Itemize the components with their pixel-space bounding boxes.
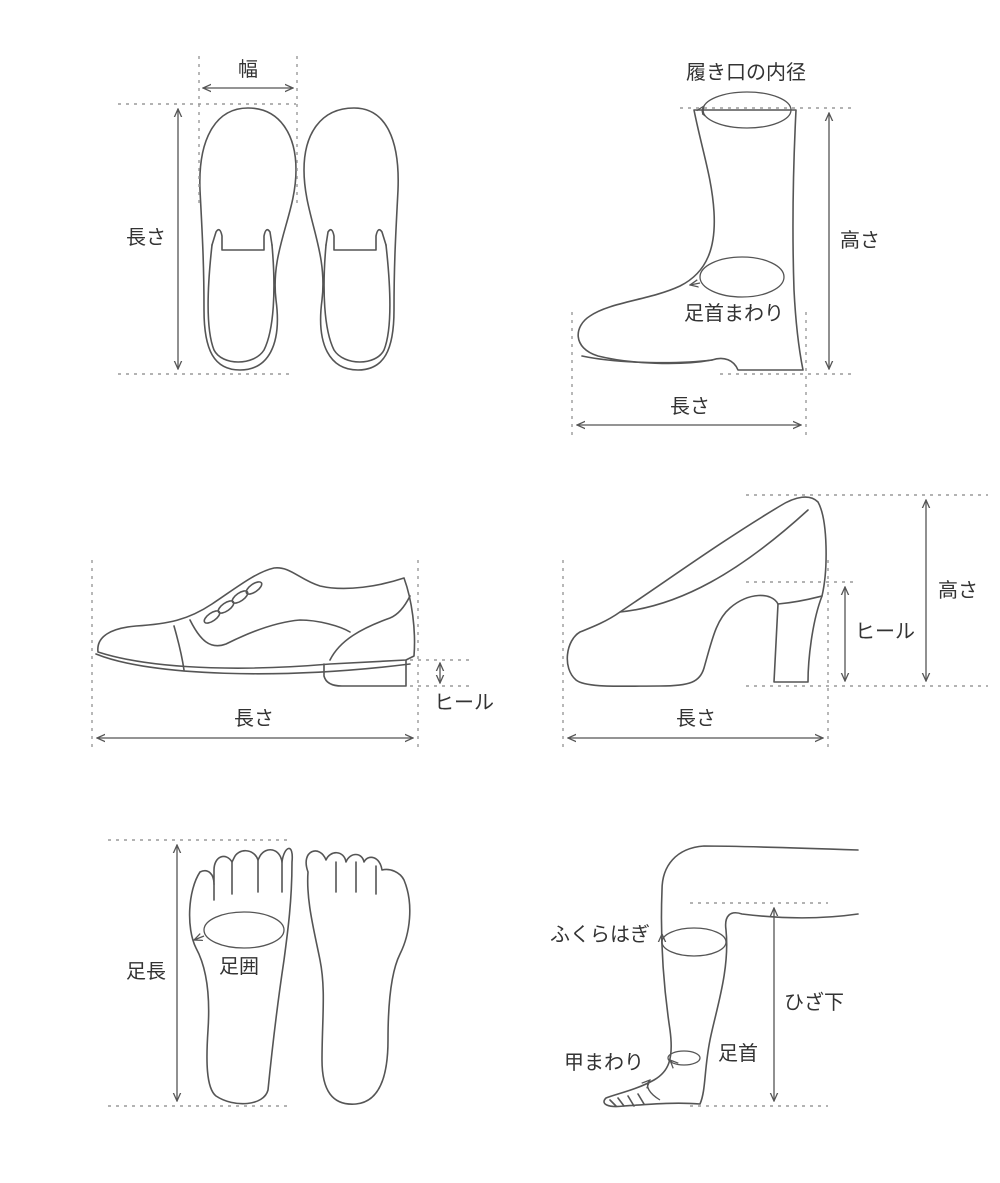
sneaker-length-label: 長さ [126, 225, 166, 249]
boot-illustration [577, 91, 804, 371]
boot-opening-label: 履き口の内径 [686, 60, 806, 84]
foot-length-label: 足長 [126, 959, 166, 983]
pump-heel-label: ヒール [855, 619, 915, 643]
boot-guides [571, 107, 852, 436]
boot-ankle-label: 足首まわり [684, 301, 784, 325]
oxford-guides [91, 560, 474, 748]
leg-guides [690, 902, 828, 1107]
pump-guides [562, 494, 988, 748]
bare-feet-illustration [188, 847, 411, 1105]
oxford-shoe-illustration [95, 567, 416, 687]
sneaker-width-label: 幅 [238, 57, 258, 81]
oxford-heel-label: ヒール [434, 690, 494, 714]
leg-instep-label: 甲まわり [564, 1050, 644, 1074]
boot-length-label: 長さ [670, 394, 710, 418]
boot-height-label: 高さ [840, 228, 880, 252]
pump-heel-illustration [566, 496, 827, 688]
oxford-length-label: 長さ [234, 706, 274, 730]
feet-guides [108, 839, 292, 1107]
leg-illustration [603, 845, 859, 1108]
leg-ankle-label: 足首 [718, 1041, 758, 1065]
pump-length-label: 長さ [676, 706, 716, 730]
sneakers-illustration [199, 107, 399, 371]
leg-calf-label: ふくらはぎ [550, 922, 650, 946]
pump-height-label: 高さ [938, 578, 978, 602]
sneaker-guides [118, 56, 298, 375]
leg-below-knee-label: ひざ下 [784, 990, 844, 1014]
foot-girth-label: 足囲 [219, 954, 259, 978]
